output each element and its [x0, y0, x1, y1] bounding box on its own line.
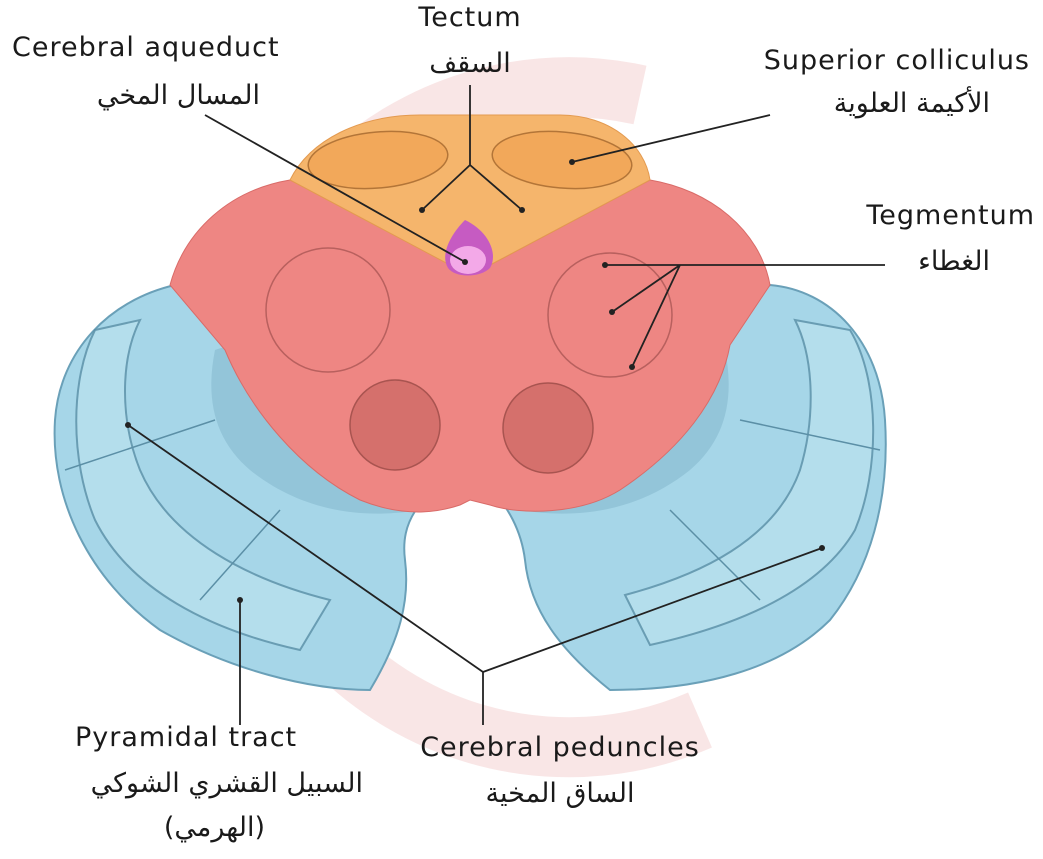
red-nucleus-left — [266, 248, 390, 372]
cerebral-aqueduct-label-ar: المسال المخي — [50, 80, 260, 111]
red-nucleus-right — [548, 253, 672, 377]
pyramidal-tract-label-en: Pyramidal tract — [75, 722, 297, 753]
cerebral-aqueduct-label-en: Cerebral aqueduct — [12, 32, 280, 63]
substantia-left — [350, 380, 440, 470]
superior-colliculus-label-en: Superior colliculus — [700, 45, 1030, 76]
pyramidal-tract-label-ar: السبيل القشري الشوكي — [18, 768, 363, 799]
cerebral-peduncles-label-ar: الساق المخية — [460, 778, 660, 809]
cerebral-peduncles-label-en: Cerebral peduncles — [395, 732, 725, 763]
tegmentum-label-en: Tegmentum — [830, 200, 1035, 231]
tegmentum-label-ar: الغطاء — [890, 246, 990, 277]
substantia-right — [503, 383, 593, 473]
pyramidal-tract-label-ar2: (الهرمي) — [125, 812, 265, 843]
tectum-label-ar: السقف — [400, 48, 540, 79]
superior-colliculus-label-ar: الأكيمة العلوية — [760, 88, 990, 119]
tectum-label-en: Tectum — [400, 2, 540, 33]
